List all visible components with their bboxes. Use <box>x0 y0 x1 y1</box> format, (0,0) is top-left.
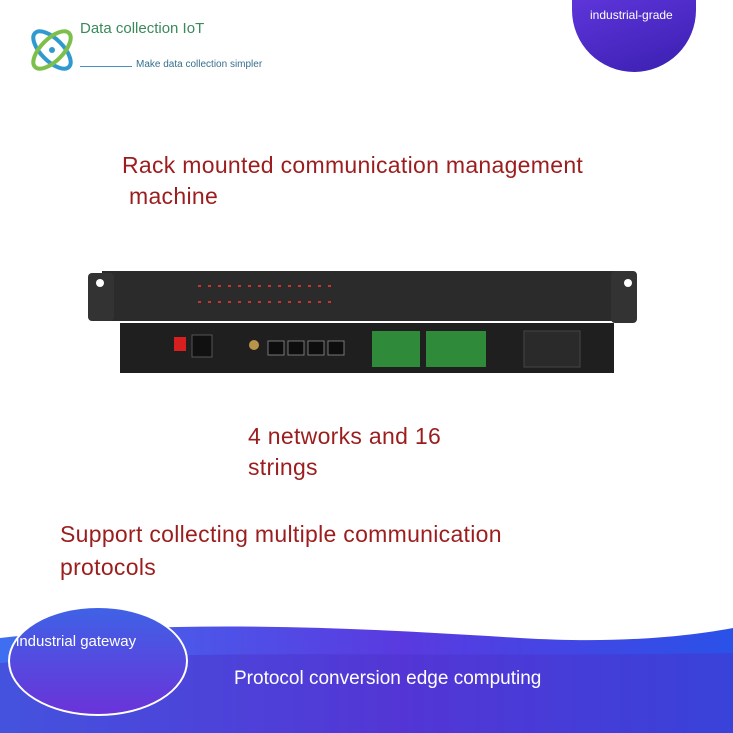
product-title-line1: Rack mounted communication management <box>122 152 584 178</box>
category-pill <box>8 606 188 716</box>
ports-feature-line1: 4 networks and 16 <box>248 423 442 449</box>
footer-banner-text: Protocol conversion edge computing <box>234 668 542 689</box>
ports-feature-line2: strings <box>248 454 318 480</box>
atom-logo-icon <box>31 29 73 71</box>
category-pill-text: industrial gateway <box>16 633 137 650</box>
product-title-line2: machine <box>129 183 219 209</box>
protocols-feature-line1: Support collecting multiple communicatio… <box>60 521 502 547</box>
brand-tagline: Make data collection simpler <box>136 59 263 70</box>
rack-device-image <box>88 271 637 373</box>
corner-badge-text: industrial-grade <box>590 8 673 22</box>
protocols-feature-line2: protocols <box>60 554 157 580</box>
brand-name: Data collection IoT <box>80 20 205 37</box>
tagline-rule <box>80 66 132 67</box>
